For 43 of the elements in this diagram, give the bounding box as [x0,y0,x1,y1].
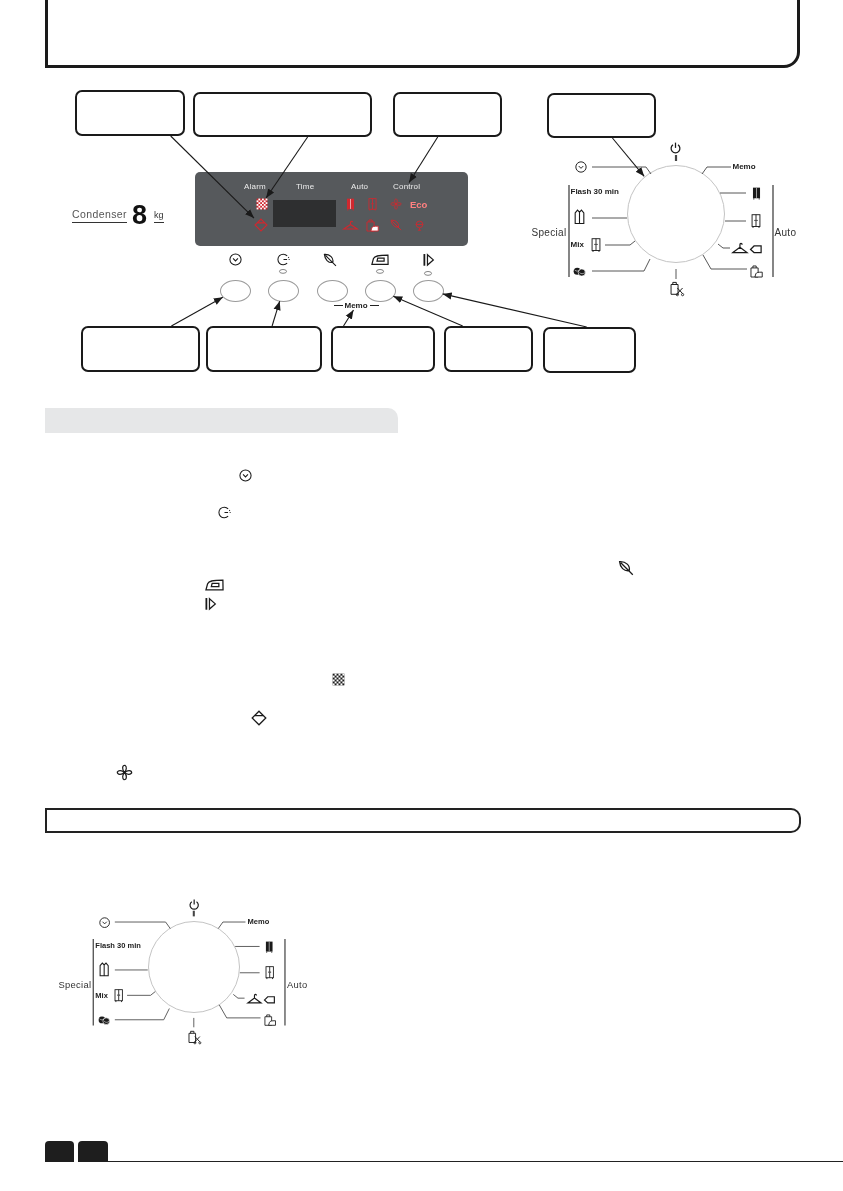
callout-box [331,326,435,372]
group-label: Special [531,228,567,238]
section-heading-band [45,408,398,433]
callout-box [75,90,185,136]
dial-position-label: Mix [570,241,584,249]
push-button [316,279,348,302]
callout-box [444,326,533,372]
callout-box [206,326,322,372]
push-button [219,279,251,302]
panel-label: Auto [351,182,369,191]
indicator-label: Eco [410,199,428,209]
filter-icon [256,198,268,210]
leader-arrow [170,135,255,219]
tank-icon [254,218,268,232]
panel-label: Alarm [244,182,266,191]
button-label: Memo [333,302,379,310]
leader-arrow [342,309,355,327]
leader-arrow [265,136,309,199]
product-type-label: Condenser [72,208,127,223]
push-button [364,279,396,302]
unit-label: kg [154,211,164,223]
group-label: Auto [774,228,797,238]
callout-box [543,327,636,373]
leader-arrow [442,292,588,328]
panel-label: Time [296,182,315,191]
dial-position-label: Flash 30 min [570,188,619,196]
push-button [267,279,299,302]
callout-box [547,93,656,138]
callout-box [393,92,502,137]
leader-arrow [170,296,224,327]
leader-arrow [392,295,464,327]
group-label: Auto [287,979,308,990]
capacity-number: 8 [132,201,148,229]
leader-arrow [408,136,439,184]
push-button [412,279,444,302]
callout-box [193,92,372,137]
section-heading-band [45,808,801,833]
callout-box [81,326,200,372]
panel-label: Control [393,182,421,191]
dial-position-label: Memo [732,163,756,171]
group-label: Special [58,979,92,990]
leader-arrow [271,300,281,327]
leader-arrow [611,137,645,177]
